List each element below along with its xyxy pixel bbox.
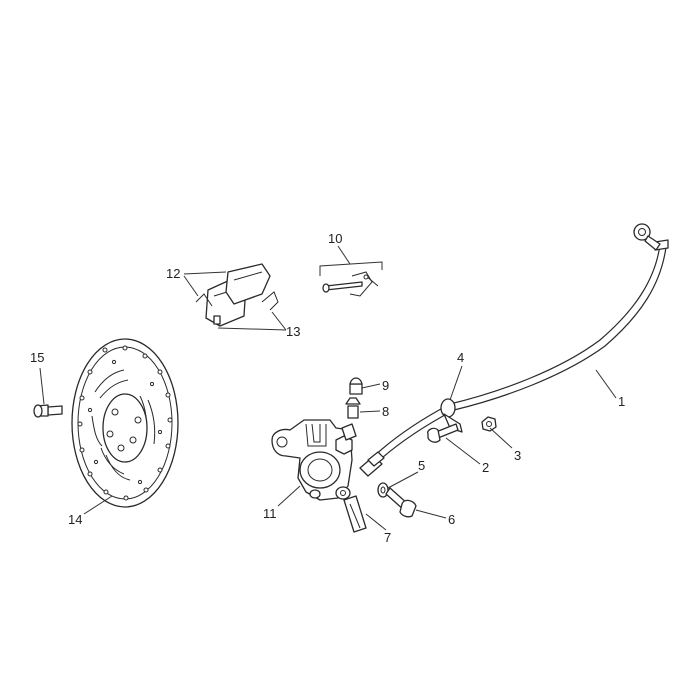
brake-pads [195, 263, 279, 327]
leader-lines [39, 245, 617, 531]
caliper-bolt [385, 487, 417, 518]
clamp-screw [427, 423, 459, 443]
callout-11: 11 [263, 506, 277, 521]
brake-hose [359, 223, 669, 477]
bleed-valve [345, 397, 361, 419]
disc-bolt [33, 404, 63, 418]
callout-7: 7 [384, 530, 391, 545]
brake-caliper [271, 419, 357, 501]
callout-15: 15 [30, 350, 44, 365]
callout-2: 2 [482, 460, 489, 475]
callout-12: 12 [166, 266, 180, 281]
callout-4: 4 [457, 350, 464, 365]
pad-pin-kit [322, 271, 379, 297]
callout-9: 9 [382, 378, 389, 393]
callout-6: 6 [448, 512, 455, 527]
callout-labels: 1 2 3 4 5 6 7 8 9 10 11 12 13 14 15 [30, 231, 625, 545]
bleed-cap [349, 377, 363, 395]
callout-1: 1 [618, 394, 625, 409]
callout-10: 10 [328, 231, 342, 246]
clamp-nut [481, 416, 497, 432]
callout-8: 8 [382, 404, 389, 419]
callout-3: 3 [514, 448, 521, 463]
callout-13: 13 [286, 324, 300, 339]
callout-5: 5 [418, 458, 425, 473]
callout-14: 14 [68, 512, 82, 527]
brake-disc [71, 338, 179, 508]
pad-spring [343, 495, 367, 533]
